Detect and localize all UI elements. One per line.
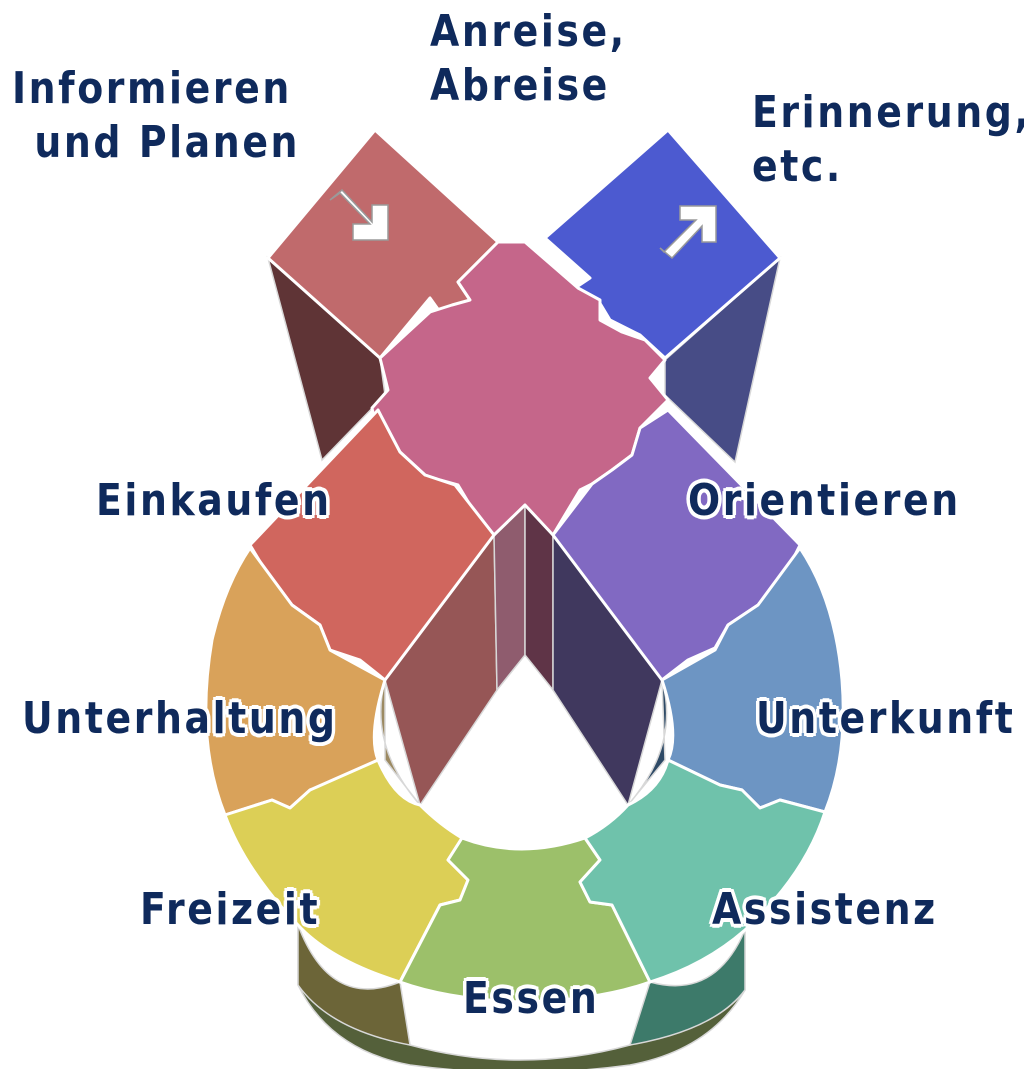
piece-unterhaltung[interactable] — [204, 546, 387, 817]
label-einkaufen: Einkaufen — [96, 475, 332, 526]
label-informieren: Informieren und Planen — [12, 62, 300, 170]
label-essen: Essen — [463, 973, 600, 1024]
piece-essen[interactable] — [398, 836, 652, 1004]
piece-anreise[interactable] — [370, 240, 670, 537]
label-assistenz: Assistenz — [712, 884, 938, 935]
label-anreise-line1: Anreise, — [430, 6, 627, 57]
label-orientieren: Orientieren — [688, 475, 961, 526]
label-unterhaltung: Unterhaltung — [22, 693, 338, 744]
piece-assistenz[interactable] — [578, 758, 827, 984]
piece-unterkunft[interactable] — [660, 546, 845, 814]
inner-center-wall-a — [493, 503, 526, 693]
label-erinnerung: Erinnerung, etc. — [752, 86, 1024, 194]
label-informieren-line1: Informieren — [12, 63, 292, 114]
piece-erinnerung[interactable] — [543, 128, 782, 360]
inner-center-wall-b — [524, 503, 554, 693]
label-anreise-line2: Abreise — [430, 60, 610, 111]
freizeit-bottom-wall — [297, 924, 411, 1046]
label-anreise: Anreise, Abreise — [430, 5, 627, 113]
arrow-in-icon — [329, 188, 389, 241]
assistenz-bottom-wall — [628, 929, 746, 1046]
label-erinnerung-line2: etc. — [752, 141, 843, 192]
label-freizeit: Freizeit — [140, 884, 321, 935]
label-erinnerung-line1: Erinnerung, — [752, 87, 1024, 138]
label-informieren-line2: und Planen — [34, 117, 301, 168]
label-unterkunft: Unterkunft — [756, 693, 1016, 744]
arrow-out-icon — [659, 205, 717, 260]
